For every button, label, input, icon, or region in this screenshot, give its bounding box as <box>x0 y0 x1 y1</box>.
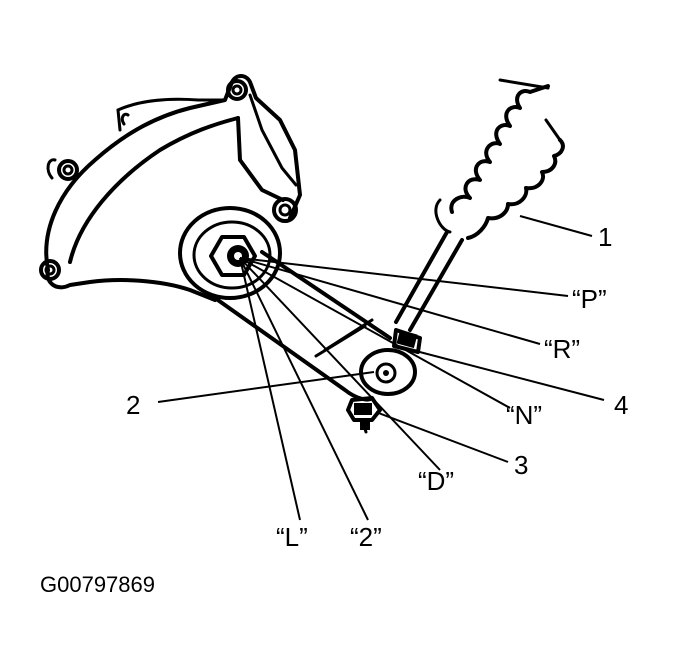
callout-d: “D” <box>418 466 454 496</box>
transmission-housing <box>39 74 302 302</box>
position-leader-lines <box>239 257 569 521</box>
callout-2: 2 <box>126 390 140 420</box>
lower-nut <box>346 396 382 434</box>
callout-3: 3 <box>514 450 528 480</box>
callout-p: “P” <box>572 284 607 314</box>
callout-n: “N” <box>506 400 542 430</box>
callout-r: “R” <box>544 334 580 364</box>
callout-l: “L” <box>276 522 308 552</box>
item-leader-lines <box>157 215 605 463</box>
callout-1: 1 <box>598 222 612 252</box>
callout-4: 4 <box>614 390 628 420</box>
callout-2-position: “2” <box>350 522 382 552</box>
figure-code: G00797869 <box>40 572 155 597</box>
shift-cable <box>392 78 565 354</box>
